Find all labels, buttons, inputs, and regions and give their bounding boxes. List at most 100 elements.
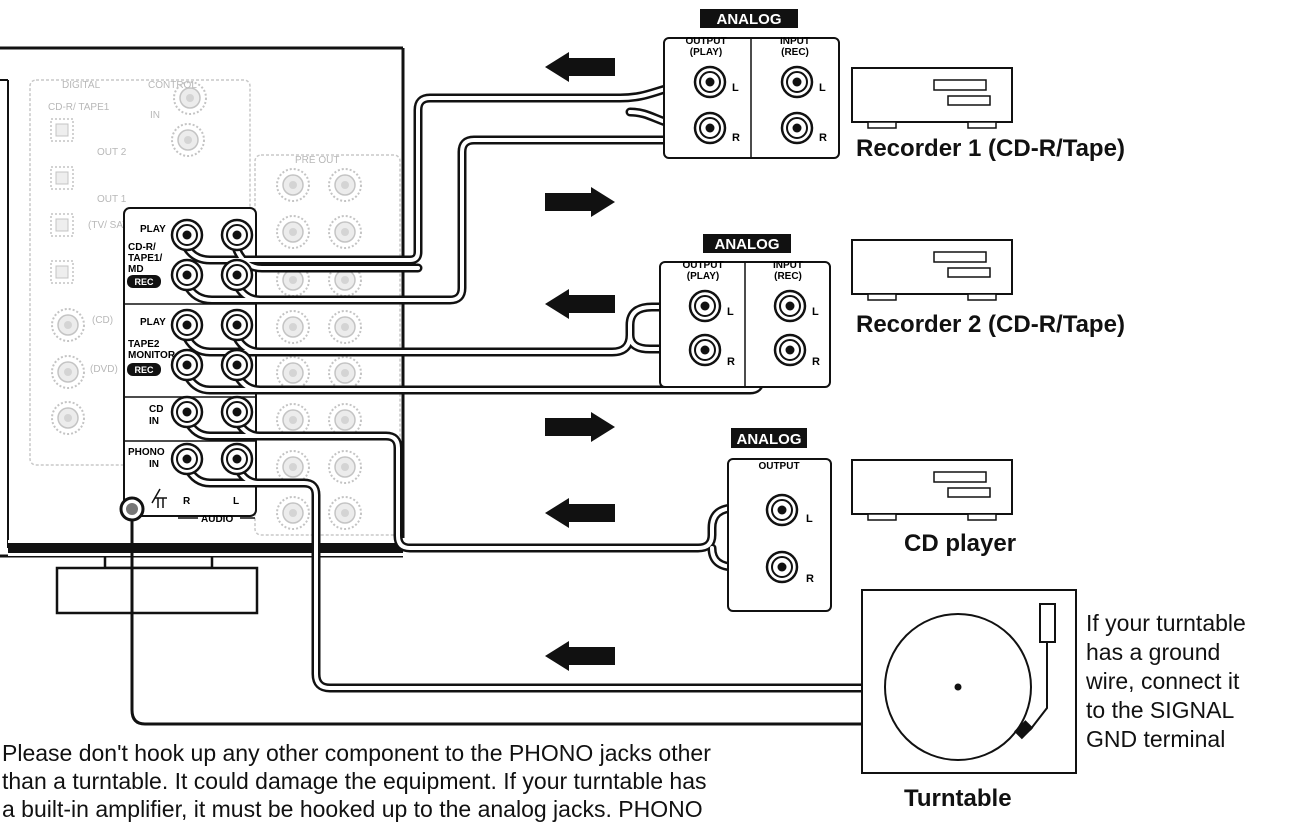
- label-tape2-rec: REC: [134, 365, 154, 375]
- label-tape1-play: PLAY: [140, 224, 166, 235]
- warning-line: a built-in amplifier, it must be hooked …: [2, 796, 703, 822]
- ground-note-line: to the SIGNAL: [1086, 697, 1235, 723]
- ground-note-line: If your turntable: [1086, 610, 1246, 636]
- analog-badge-text: ANALOG: [715, 236, 780, 253]
- jack-tape2-play-l: [220, 308, 254, 342]
- label-input: INPUT: [773, 260, 803, 271]
- label-output: (PLAY): [687, 271, 719, 282]
- label-l: L: [727, 306, 734, 318]
- label-r: R: [732, 132, 740, 144]
- analog-badge: [731, 428, 807, 448]
- label-output: OUTPUT: [685, 36, 726, 47]
- label-output: OUTPUT: [682, 260, 723, 271]
- recorder2-illustration: [851, 239, 1013, 301]
- cd-player-panel: ANALOG OUTPUT L R: [727, 428, 832, 612]
- label-r: R: [806, 573, 814, 585]
- audio-cable: [185, 418, 782, 550]
- faded-label: CD-R/ TAPE1: [48, 102, 110, 113]
- label-phono-in: PHONO: [128, 447, 165, 458]
- label-l: L: [819, 82, 826, 94]
- arrow-right-icon: [545, 412, 615, 442]
- label-tape1-name: TAPE1/: [128, 253, 162, 264]
- audio-cable: [628, 333, 705, 351]
- audio-cable: [185, 465, 864, 690]
- arrow-right-icon: [545, 187, 615, 217]
- faded-label: IN: [150, 110, 160, 121]
- label-r: R: [183, 496, 191, 507]
- jack-phono-l: [220, 442, 254, 476]
- label-input: INPUT: [780, 36, 810, 47]
- label-output: (PLAY): [690, 47, 722, 58]
- turntable-illustration: [861, 589, 1077, 774]
- warning-line: than a turntable. It could damage the eq…: [2, 768, 707, 794]
- cd-player-illustration: [851, 459, 1013, 521]
- rec-badge: [127, 363, 161, 376]
- jack-phono-r: [170, 442, 204, 476]
- label-cd-in: IN: [149, 416, 159, 427]
- jack-tape2-rec-r: [170, 348, 204, 382]
- label-input: (REC): [781, 47, 809, 58]
- ground-note-line: has a ground: [1086, 639, 1221, 665]
- label-cd-in: CD: [149, 404, 163, 415]
- label-tape1-name: CD-R/: [128, 242, 156, 253]
- analog-badge-text: ANALOG: [717, 11, 782, 28]
- phono-warning-text: Please don't hook up any other component…: [2, 739, 711, 823]
- jack-cd-in-r: [170, 395, 204, 429]
- recorder1-panel: ANALOG OUTPUT (PLAY) INPUT (REC) L R L R: [663, 9, 840, 159]
- warning-line: Please don't hook up any other component…: [2, 740, 711, 766]
- arrow-left-icon: [545, 52, 615, 82]
- label-audio: AUDIO: [201, 514, 233, 525]
- turntable-label: Turntable: [904, 785, 1012, 812]
- label-l: L: [732, 82, 739, 94]
- arrow-left-icon: [545, 498, 615, 528]
- jack-tape1-play-r: [170, 218, 204, 252]
- jack-tape1-rec-l: [220, 258, 254, 292]
- faded-label: (DVD): [90, 364, 118, 375]
- audio-cable: [185, 305, 705, 354]
- label-output: OUTPUT: [758, 461, 799, 472]
- jack-cd-in-l: [220, 395, 254, 429]
- ground-wire: [130, 512, 862, 726]
- receiver-rear-panel: [0, 46, 405, 615]
- arrow-left-icon: [545, 289, 615, 319]
- ground-icon: [151, 488, 167, 508]
- arrow-left-icon: [545, 641, 615, 671]
- analog-badge: [700, 9, 798, 28]
- analog-badge-text: ANALOG: [737, 431, 802, 448]
- faded-label: CONTROL: [148, 80, 197, 91]
- rec-badge: [127, 275, 161, 288]
- faded-label: PRE OUT: [295, 155, 339, 166]
- faded-label: OUT 1: [97, 194, 127, 205]
- label-l: L: [233, 496, 239, 507]
- jack-tape1-rec-r: [170, 258, 204, 292]
- label-phono-in: IN: [149, 459, 159, 470]
- recorder1-illustration: [851, 67, 1013, 129]
- label-r: R: [727, 356, 735, 368]
- ground-note-line: GND terminal: [1086, 726, 1226, 752]
- recorder2-label: Recorder 2 (CD-R/Tape): [856, 311, 1125, 338]
- faded-label: (CD): [92, 315, 113, 326]
- label-tape1-name: MD: [128, 264, 144, 275]
- ground-wire-note: If your turntable has a ground wire, con…: [1086, 609, 1246, 754]
- jack-tape2-play-r: [170, 308, 204, 342]
- label-tape2-name: MONITOR: [128, 350, 176, 361]
- signal-arrows: [545, 52, 615, 671]
- recorder1-label: Recorder 1 (CD-R/Tape): [856, 135, 1125, 162]
- ground-note-line: wire, connect it: [1086, 668, 1240, 694]
- jack-tape2-rec-l: [220, 348, 254, 382]
- audio-cable: [185, 82, 707, 262]
- label-l: L: [812, 306, 819, 318]
- label-l: L: [806, 513, 813, 525]
- faded-label: OUT 2: [97, 147, 127, 158]
- label-r: R: [812, 356, 820, 368]
- jack-tape1-play-l: [220, 218, 254, 252]
- analog-badge: [703, 234, 791, 253]
- faded-label: (TV/ SAT): [88, 220, 132, 231]
- label-input: (REC): [774, 271, 802, 282]
- cd-player-label: CD player: [904, 530, 1017, 557]
- label-tape2-play: PLAY: [140, 317, 166, 328]
- label-tape1-rec: REC: [134, 277, 154, 287]
- faded-label: DIGITAL: [62, 80, 101, 91]
- recorder2-panel: ANALOG OUTPUT (PLAY) INPUT (REC) L R L R: [659, 234, 831, 388]
